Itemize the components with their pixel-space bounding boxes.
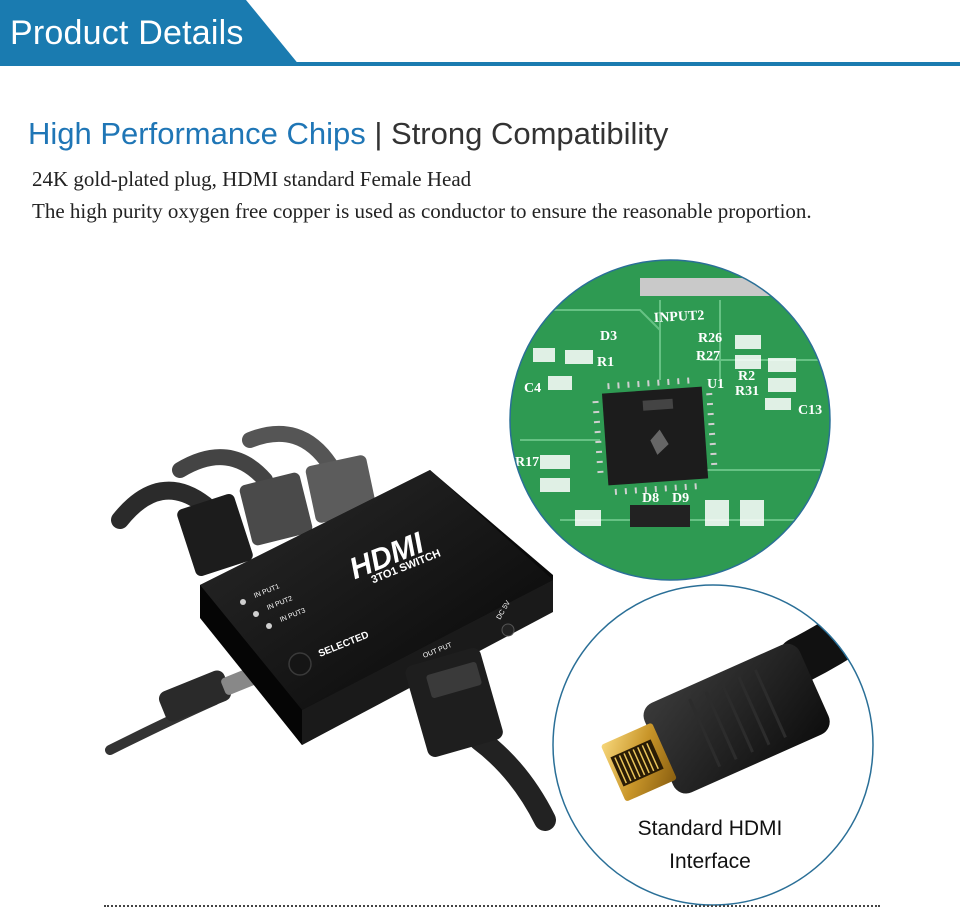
pcb-label-c4: C4 xyxy=(524,381,541,396)
power-cable xyxy=(105,667,259,755)
header-banner xyxy=(0,0,960,66)
pcb-label-r27: R27 xyxy=(696,349,720,364)
description-line-2: The high purity oxygen free copper is us… xyxy=(32,199,812,223)
banner-title: Product Details xyxy=(10,14,244,52)
pcb-label-r1: R1 xyxy=(597,355,614,370)
heading-separator: | xyxy=(374,116,383,151)
heading-compatibility: Strong Compatibility xyxy=(391,116,669,151)
description-line-1: 24K gold-plated plug, HDMI standard Fema… xyxy=(32,167,472,191)
pcb-label-r31: R31 xyxy=(735,384,759,399)
pcb-label-d9: D9 xyxy=(672,491,689,506)
selected-button xyxy=(288,652,312,676)
callout-label-line-2: Interface xyxy=(669,850,751,873)
pcb-label-u1: U1 xyxy=(707,377,724,392)
section-heading: High Performance Chips | Strong Compatib… xyxy=(28,116,668,152)
power-port xyxy=(501,623,515,637)
callout-label-line-1: Standard HDMI xyxy=(637,817,783,840)
pcb-label-d3: D3 xyxy=(600,329,617,344)
pcb-label-d8: D8 xyxy=(642,491,659,506)
output-cable xyxy=(405,647,556,831)
pcb-label-r2: R2 xyxy=(738,369,755,384)
hdmi-plug-callout xyxy=(552,584,874,906)
pcb-callout: INPUT2 R26 R27 D3 R1 C4 U1 R2 R31 C13 R1… xyxy=(509,259,831,581)
dotted-divider xyxy=(104,905,880,907)
pcb-label-c13: C13 xyxy=(798,403,822,418)
pcb-label-r17: R17 xyxy=(515,455,539,470)
pcb-label-r26: R26 xyxy=(698,331,722,346)
led-2 xyxy=(253,611,259,617)
heading-chips: High Performance Chips xyxy=(28,116,366,151)
led-1 xyxy=(240,599,246,605)
led-3 xyxy=(266,623,272,629)
input-cables xyxy=(111,425,377,576)
pcb-label-input2: INPUT2 xyxy=(653,308,704,326)
